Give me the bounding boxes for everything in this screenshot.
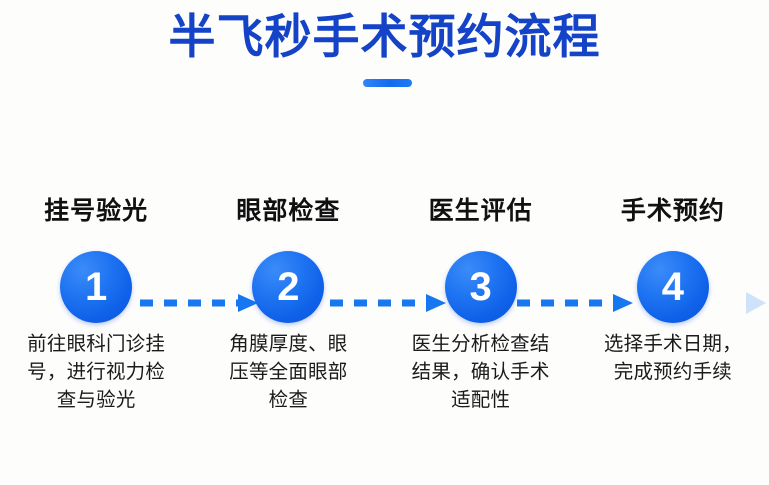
step-circle-row-1: 1 bbox=[0, 230, 192, 326]
title-underline-bar bbox=[363, 79, 412, 87]
step-heading-4: 手术预约 bbox=[620, 197, 725, 225]
step-description-1: 前往眼科门诊挂 号，进行视力检 查与验光 bbox=[27, 333, 166, 411]
step-number-3: 3 bbox=[469, 265, 492, 309]
step-item-3[interactable]: 医生评估 3 医生分析检查结 结果，确认手术 适配性 bbox=[385, 190, 577, 485]
step-circle-4[interactable]: 4 bbox=[636, 251, 709, 323]
step-heading-1: 挂号验光 bbox=[44, 197, 149, 225]
step-circle-row-4: 4 bbox=[577, 230, 769, 326]
step-circle-2[interactable]: 2 bbox=[252, 251, 325, 323]
step-number-2: 2 bbox=[277, 265, 300, 309]
step-description-4: 选择手术日期， 完成预约手续 bbox=[603, 333, 742, 383]
step-description-2: 角膜厚度、眼 压等全面眼部 检查 bbox=[229, 333, 348, 411]
step-number-1: 1 bbox=[85, 265, 108, 309]
step-description-3: 医生分析检查结 结果，确认手术 适配性 bbox=[411, 333, 550, 411]
step-item-2[interactable]: 眼部检查 2 角膜厚度、眼 压等全面眼部 检查 bbox=[192, 190, 384, 485]
step-circle-1[interactable]: 1 bbox=[60, 251, 133, 323]
step-item-4[interactable]: 手术预约 4 选择手术日期， 完成预约手续 bbox=[577, 190, 769, 485]
step-item-1[interactable]: 挂号验光 1 前往眼科门诊挂 号，进行视力检 查与验光 bbox=[0, 190, 192, 485]
process-flow: 挂号验光 1 前往眼科门诊挂 号，进行视力检 查与验光 眼部检查 2 角膜厚度、… bbox=[0, 190, 769, 485]
step-heading-2: 眼部检查 bbox=[236, 197, 341, 225]
step-list: 挂号验光 1 前往眼科门诊挂 号，进行视力检 查与验光 眼部检查 2 角膜厚度、… bbox=[0, 190, 769, 485]
page-title: 半飞秒手术预约流程 bbox=[168, 10, 601, 63]
step-circle-row-3: 3 bbox=[385, 230, 577, 326]
step-circle-row-2: 2 bbox=[192, 230, 384, 326]
step-heading-3: 医生评估 bbox=[428, 197, 533, 225]
step-circle-3[interactable]: 3 bbox=[444, 251, 517, 323]
title-block: 半飞秒手术预约流程 bbox=[0, 0, 769, 110]
step-number-4: 4 bbox=[661, 265, 684, 309]
